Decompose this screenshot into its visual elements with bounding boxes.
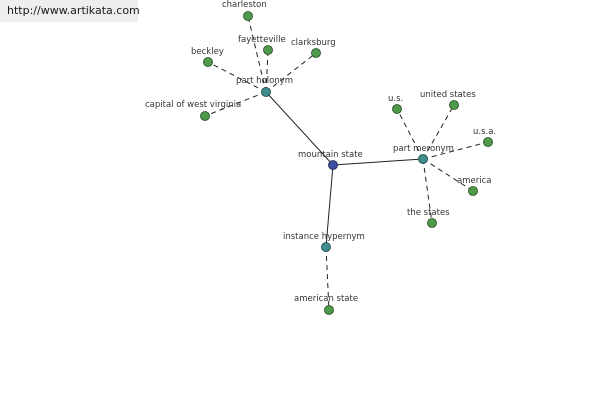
label-mountain-state: mountain state: [298, 150, 363, 160]
watermark-url: http://www.artikata.com: [0, 0, 140, 22]
graph-labels: mountain state part holonym part meronym in…: [145, 0, 496, 304]
edge-mountain-state-instance-hypernym: [325, 164, 334, 248]
label-america: america: [457, 176, 491, 186]
node-fayetteville[interactable]: [263, 45, 273, 55]
label-charleston: charleston: [222, 0, 267, 10]
label-united-states: united states: [420, 90, 476, 100]
node-instance-hypernym[interactable]: [321, 242, 331, 252]
label-capital-of-west-virginia: capital of west virginia: [145, 100, 241, 110]
label-clarksburg: clarksburg: [291, 38, 336, 48]
edge-mountain-state-part-holonym: [265, 91, 334, 166]
node-clarksburg[interactable]: [311, 48, 321, 58]
edge-part-meronym-america: [422, 158, 474, 192]
node-america[interactable]: [468, 186, 478, 196]
edge-part-meronym-united-states: [422, 104, 455, 160]
node-american-state[interactable]: [324, 305, 334, 315]
node-usa[interactable]: [483, 137, 493, 147]
node-mountain-state[interactable]: [328, 160, 338, 170]
node-us[interactable]: [392, 104, 402, 114]
label-beckley: beckley: [191, 47, 224, 57]
node-beckley[interactable]: [203, 57, 213, 67]
edge-part-holonym-beckley: [207, 61, 267, 93]
edge-instance-hypernym-american-state: [325, 246, 330, 311]
edge-part-holonym-clarksburg: [265, 52, 317, 93]
label-fayetteville: fayetteville: [238, 35, 286, 45]
label-part-meronym: part meronym: [393, 144, 454, 154]
edge-part-holonym-charleston: [247, 15, 267, 93]
label-instance-hypernym: instance hypernym: [283, 232, 365, 242]
node-the-states[interactable]: [427, 218, 437, 228]
edge-part-meronym-us: [396, 108, 424, 160]
node-united-states[interactable]: [449, 100, 459, 110]
node-charleston[interactable]: [243, 11, 253, 21]
node-capital-of-west-virginia[interactable]: [200, 111, 210, 121]
label-american-state: american state: [294, 294, 358, 304]
label-the-states: the states: [407, 208, 450, 218]
node-part-meronym[interactable]: [418, 154, 428, 164]
label-usa: u.s.a.: [473, 127, 496, 137]
label-part-holonym: part holonym: [236, 76, 293, 86]
graph-nodes: [200, 11, 493, 315]
node-part-holonym[interactable]: [261, 87, 271, 97]
graph-edges: [204, 15, 489, 311]
edge-part-holonym-fayetteville: [265, 49, 269, 93]
edge-part-meronym-the-states: [422, 158, 433, 224]
edge-part-holonym-capital-of-west-virginia: [204, 91, 267, 117]
label-us: u.s.: [388, 94, 403, 104]
edge-mountain-state-part-meronym: [332, 158, 424, 166]
edge-part-meronym-usa: [422, 141, 489, 160]
